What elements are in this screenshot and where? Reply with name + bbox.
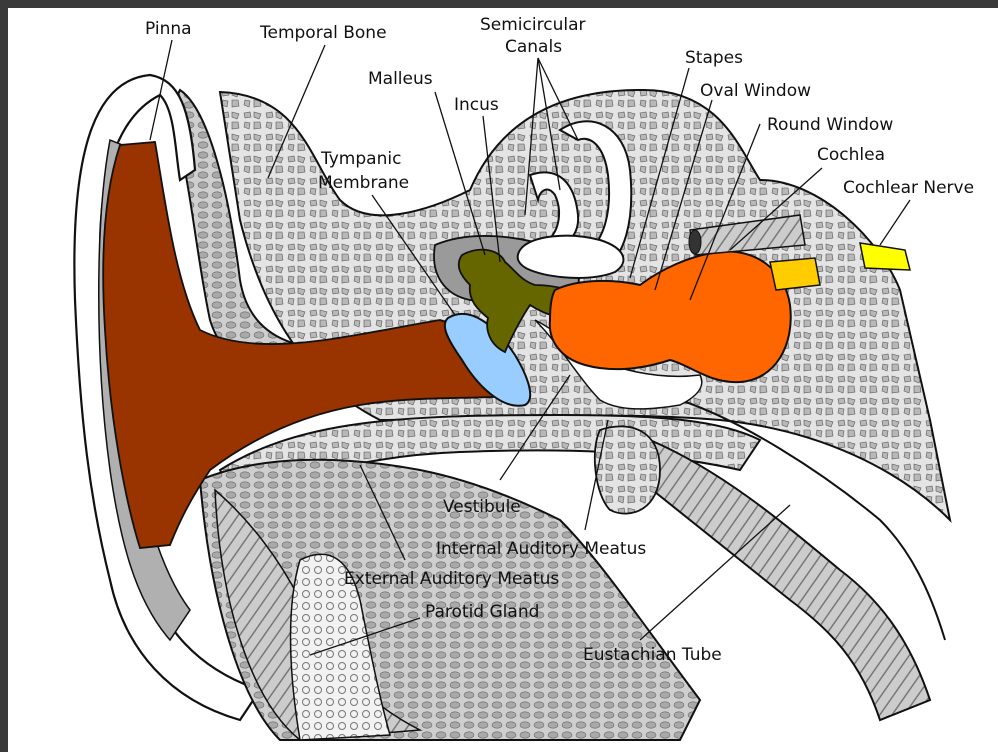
label-internal-auditory-meatus: Internal Auditory Meatus: [436, 539, 646, 559]
label-stapes: Stapes: [685, 48, 743, 68]
nerve-bundle-end: [689, 230, 701, 254]
label-external-auditory-meatus: External Auditory Meatus: [344, 569, 559, 589]
label-parotid-gland: Parotid Gland: [425, 602, 539, 622]
label-tympanic-membrane-line1: Tympanic: [320, 149, 401, 169]
label-incus: Incus: [454, 95, 499, 115]
label-vestibule: Vestibule: [443, 497, 521, 517]
label-semicircular-canals-line2: Canals: [505, 37, 562, 57]
cochlear-nerve-band: [770, 258, 820, 290]
label-oval-window: Oval Window: [700, 81, 811, 101]
label-semicircular-canals-line1: Semicircular: [480, 15, 585, 35]
label-tympanic-membrane-line2: Membrane: [318, 173, 409, 193]
label-round-window: Round Window: [767, 115, 893, 135]
label-temporal-bone: Temporal Bone: [259, 23, 387, 43]
label-malleus: Malleus: [368, 69, 433, 89]
label-pinna: Pinna: [145, 19, 192, 39]
label-cochlear-nerve: Cochlear Nerve: [843, 178, 974, 198]
label-cochlea: Cochlea: [817, 145, 885, 165]
label-eustachian-tube: Eustachian Tube: [583, 645, 722, 665]
